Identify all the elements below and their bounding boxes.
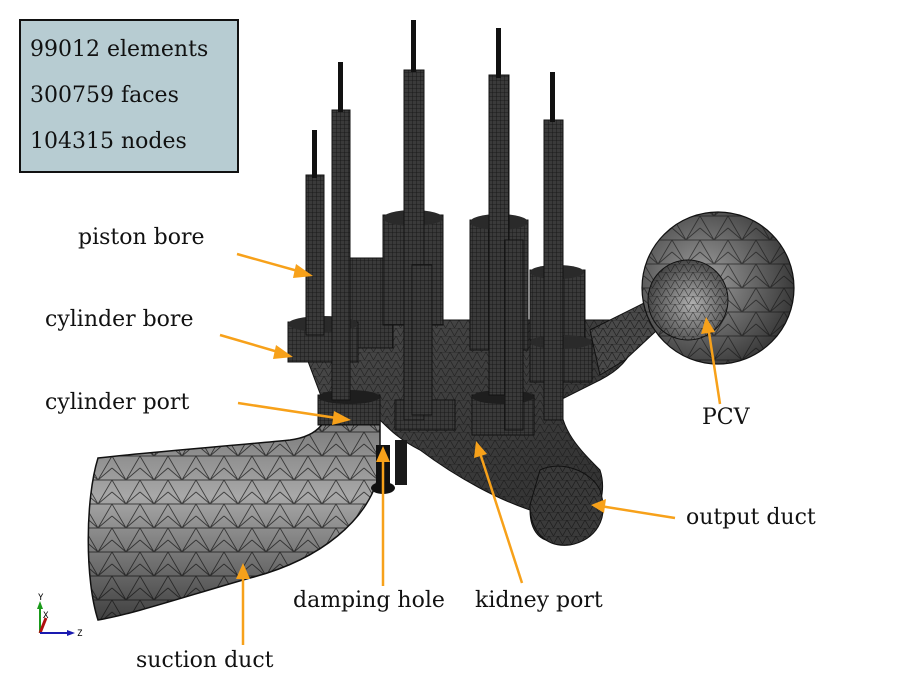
axis-y-label: Y: [38, 593, 44, 603]
arrow-kidney-port: [474, 441, 524, 584]
elements-count: 99012 elements: [30, 37, 209, 62]
faces-count: 300759 faces: [30, 83, 179, 108]
label-suction-duct: suction duct: [136, 648, 274, 673]
label-kidney-port: kidney port: [475, 588, 603, 613]
suction-duct-mesh: [87, 394, 381, 621]
arrow-damping-hole: [376, 446, 390, 586]
arrow-output-duct: [591, 499, 676, 520]
arrow-cylinder-port: [237, 401, 351, 425]
arrow-pcv: [701, 317, 722, 405]
damping-hole-mesh: [371, 440, 407, 494]
annotation-arrows: [219, 252, 722, 645]
piston-rods: [305, 20, 564, 431]
label-cylinder-port: cylinder port: [45, 390, 190, 415]
axis-z-label: Z: [77, 629, 83, 639]
arrow-suction-duct: [236, 563, 250, 645]
axis-x-label: X: [43, 611, 49, 621]
label-pcv: PCV: [702, 405, 750, 430]
label-piston-bore: piston bore: [78, 225, 205, 250]
output-duct-mesh: [529, 465, 604, 546]
pcv-mesh: [641, 211, 795, 365]
label-output-duct: output duct: [686, 505, 816, 530]
mesh-stats-box: 99012 elements 300759 faces 104315 nodes: [19, 19, 239, 173]
label-cylinder-bore: cylinder bore: [45, 307, 194, 332]
axis-triad: Y X Z: [37, 593, 83, 639]
nodes-count: 104315 nodes: [30, 129, 187, 154]
arrow-cylinder-bore: [219, 333, 293, 359]
label-damping-hole: damping hole: [293, 588, 445, 613]
arrow-piston-bore: [236, 252, 313, 278]
